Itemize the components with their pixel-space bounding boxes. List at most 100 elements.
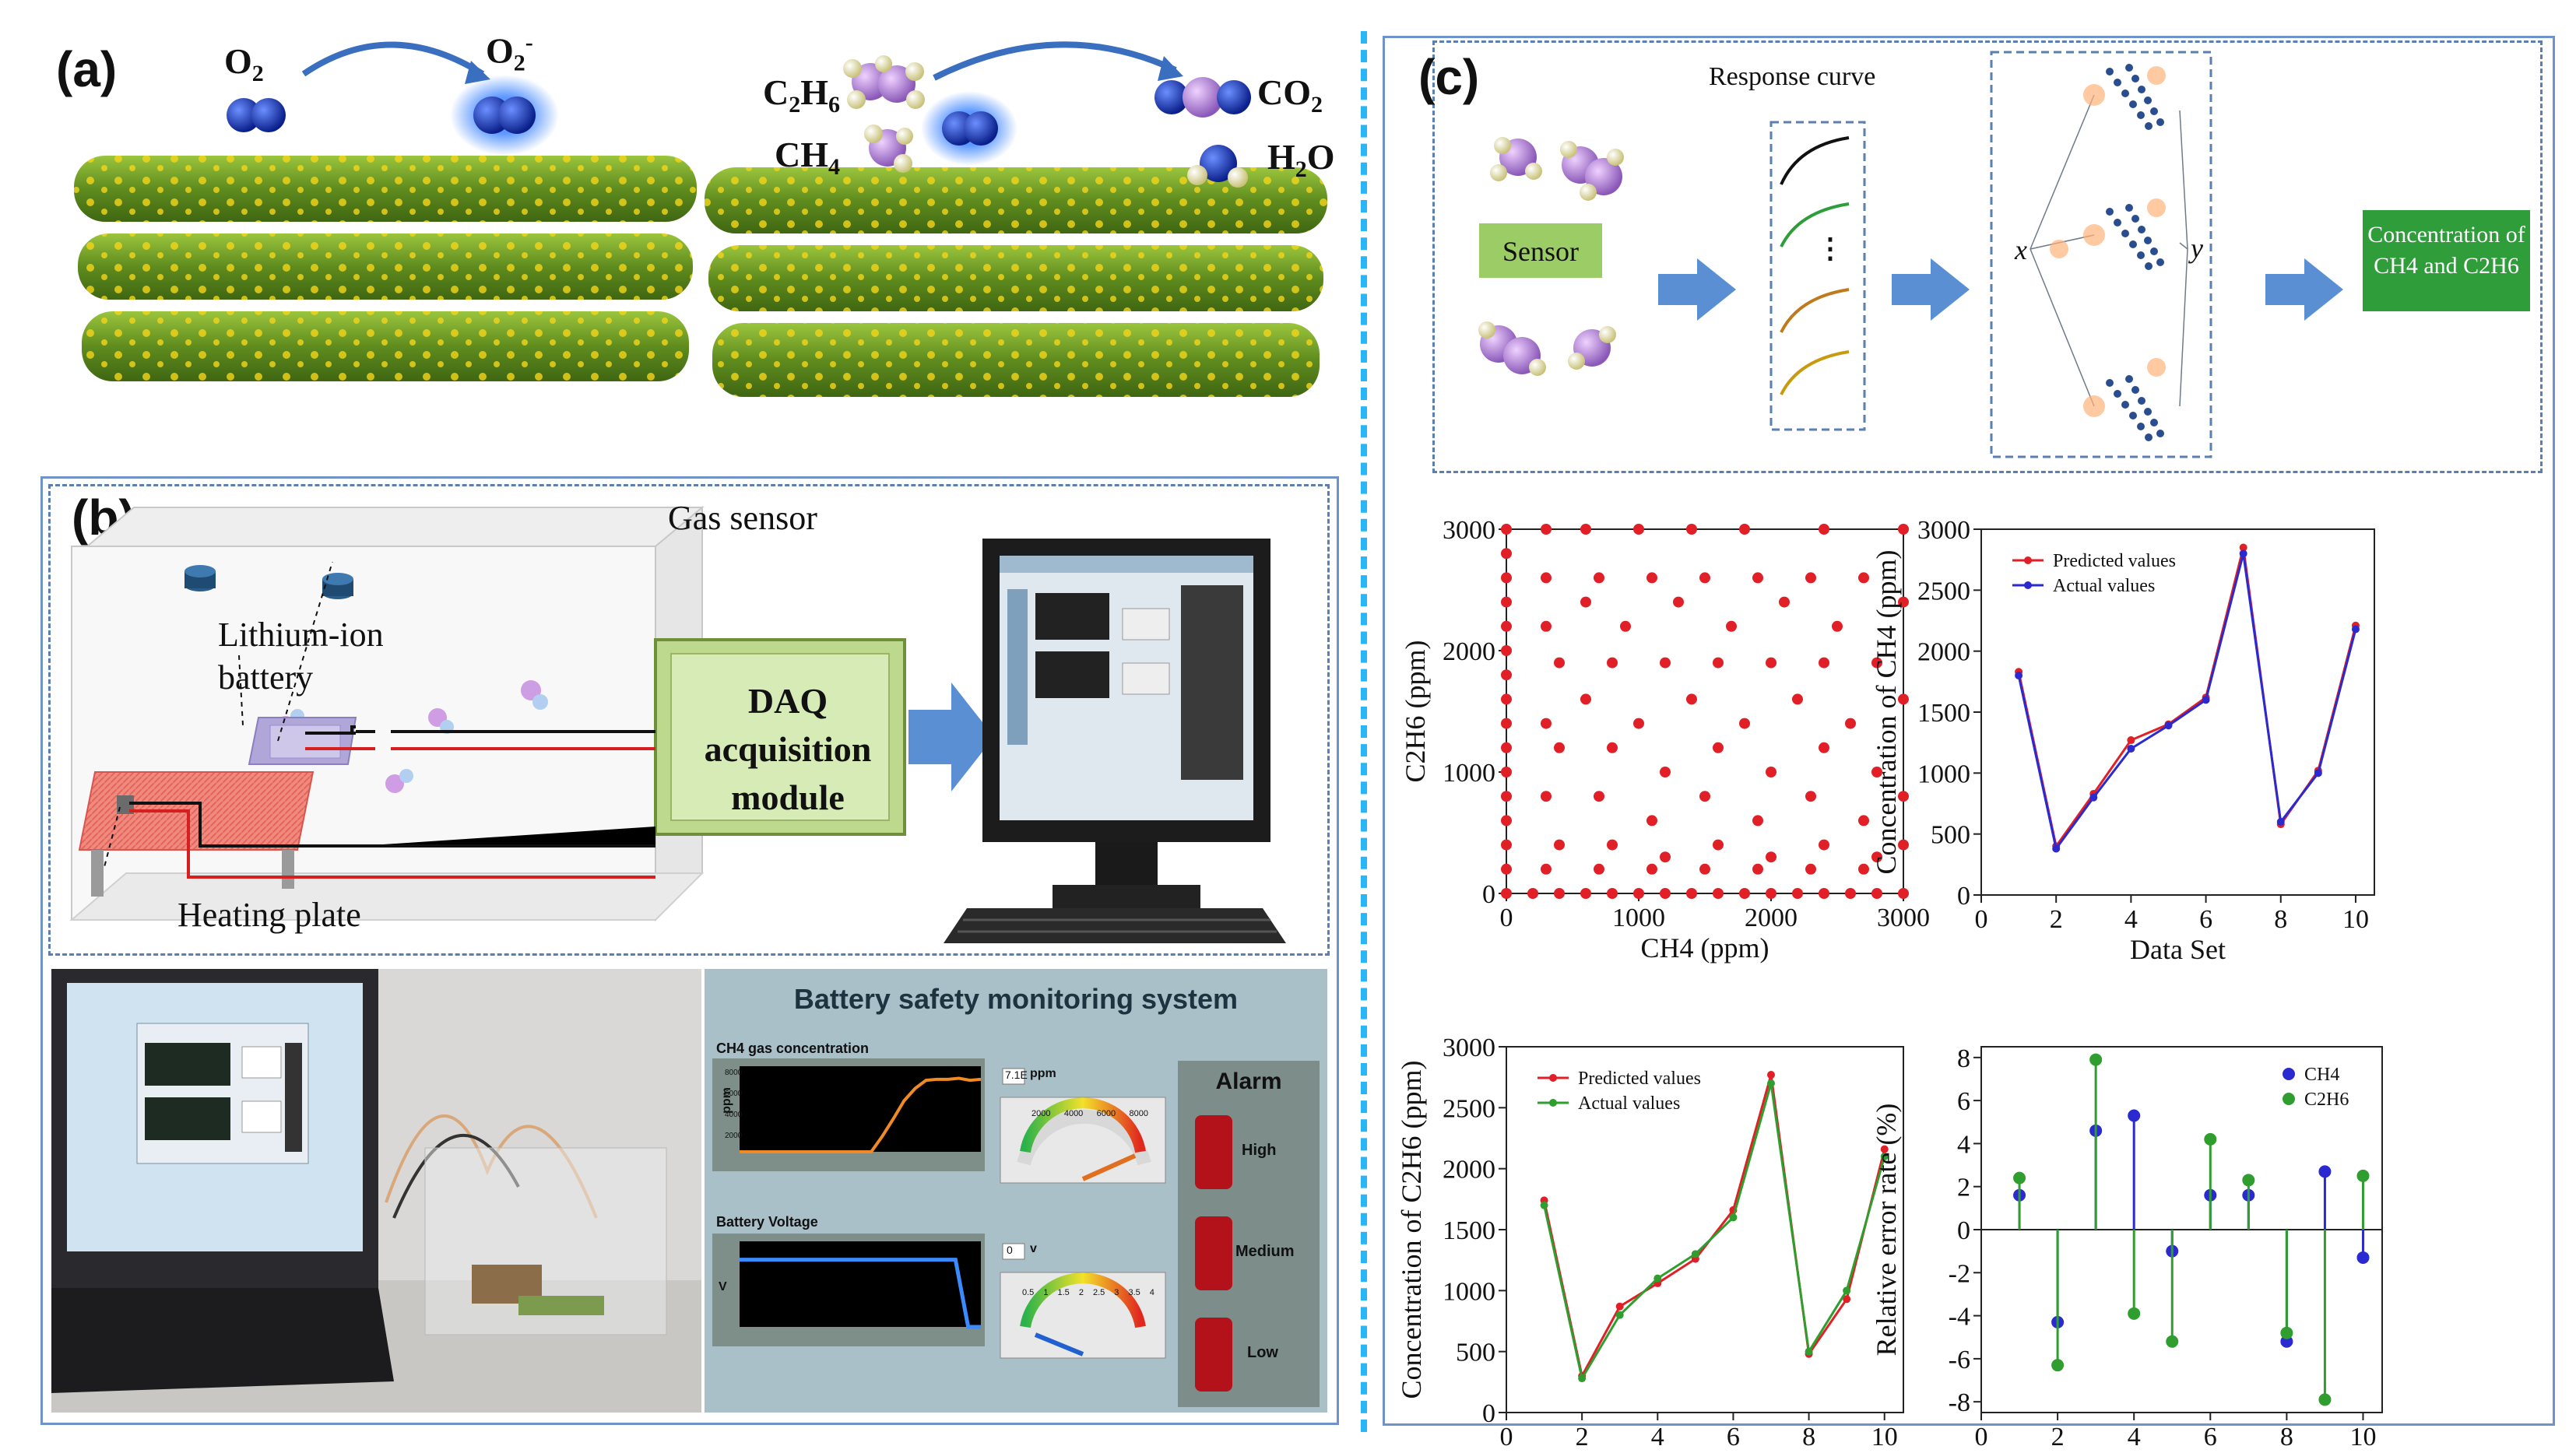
legend-marker	[1549, 1074, 1557, 1082]
x-tick-label: 8	[2274, 905, 2287, 934]
scatter-point	[1805, 863, 1816, 875]
nn-node	[2156, 430, 2164, 437]
scatter-point	[1898, 596, 1909, 608]
o2-molecule	[227, 98, 286, 132]
series-point	[2239, 549, 2247, 558]
o2-label: O2	[224, 41, 264, 87]
ch4-unit: ppm	[1030, 1067, 1056, 1080]
nn-node	[2137, 423, 2145, 430]
scatter-point	[1699, 863, 1710, 875]
gauge-tick: 8000	[1129, 1109, 1148, 1118]
scatter-point	[1501, 645, 1512, 656]
scatter-point	[1633, 524, 1644, 535]
x-tick-label: 6	[2199, 905, 2212, 934]
scatter-point	[1752, 815, 1763, 827]
c2h6-molecule	[843, 55, 925, 109]
series-point	[2164, 721, 2173, 730]
scatter-point	[1527, 888, 1538, 899]
nn-node	[2137, 251, 2145, 259]
arrow-o2	[301, 41, 485, 77]
y-tick-label: 2	[1957, 1174, 1970, 1202]
scatter-point	[1779, 596, 1790, 608]
scatter-point	[1633, 888, 1644, 899]
y-tick-label: -6	[1949, 1346, 1970, 1374]
stem-marker	[2280, 1335, 2293, 1348]
nn-node	[2131, 386, 2139, 394]
gauge-tick: 2	[1078, 1288, 1084, 1297]
scatter-point	[1686, 693, 1697, 705]
nn-nodes	[2050, 64, 2166, 441]
heating-plate-table	[78, 771, 315, 897]
gauge-tick: 1.5	[1057, 1288, 1070, 1297]
central-o2-ion	[921, 91, 1017, 166]
scatter-point	[1739, 718, 1750, 729]
series-point	[1729, 1213, 1738, 1222]
nn-node	[2129, 240, 2137, 248]
y-tick-label: 0	[1957, 882, 1970, 911]
scatter-point	[1501, 791, 1512, 802]
scatter-point	[1646, 863, 1657, 875]
x-tick-label: 0	[1975, 905, 1988, 934]
scatter-point	[1739, 524, 1750, 535]
series-point	[2276, 818, 2285, 826]
panel-divider	[1361, 31, 1367, 1432]
legend-label: CH4	[2304, 1065, 2339, 1085]
y-axis-label: Concentration of C2H6 (ppm)	[1396, 1061, 1427, 1399]
gauge-tick: 0.5	[1022, 1288, 1035, 1297]
scatter-point	[1898, 888, 1909, 899]
nn-node	[2121, 230, 2129, 237]
sensor-leader	[277, 561, 333, 742]
scatter-point	[1501, 524, 1512, 535]
scatter-point	[1607, 839, 1618, 851]
nn-node	[2156, 118, 2164, 126]
panel-c-frame	[1383, 36, 2555, 1426]
scatter-point	[1819, 888, 1829, 899]
scatter-point	[1620, 620, 1631, 632]
scatter-point	[1686, 888, 1697, 899]
scatter-point	[1554, 839, 1565, 851]
scatter-point	[1501, 620, 1512, 632]
monitor-title: Battery safety monitoring system	[793, 983, 1239, 1015]
gauge-tick: 3	[1114, 1288, 1119, 1297]
daq-label-line3: module	[731, 777, 845, 817]
nn-node	[2144, 97, 2152, 104]
y-tick-label: 3000	[1917, 516, 1970, 545]
series-point	[2015, 672, 2023, 679]
output-line2: CH4 and C2H6	[2374, 253, 2519, 279]
scatter-point	[1898, 524, 1909, 535]
alarm-low: Low	[1247, 1344, 1278, 1361]
scatter-point	[1699, 572, 1710, 584]
arrow-to-computer	[908, 683, 994, 791]
heating-plate-label: Heating plate	[177, 896, 361, 934]
monitor-graphics	[712, 1058, 1320, 1407]
y-tick-label: 0	[1957, 1216, 1970, 1245]
scatter-point	[1766, 888, 1776, 899]
scatter-point	[1541, 718, 1552, 729]
scatter-point	[1752, 863, 1763, 875]
legend-marker	[2283, 1093, 2295, 1105]
voltage-value: 0	[1007, 1244, 1013, 1256]
nn-input-x: x	[2015, 234, 2027, 265]
y-tick-label: 3000	[1443, 516, 1495, 545]
legend-label: Predicted values	[1578, 1069, 1701, 1089]
battery-label-line2: battery	[218, 658, 314, 697]
y-axis-label: Relative error rate (%)	[1871, 1104, 1902, 1356]
nn-node	[2138, 86, 2145, 93]
nn-node	[2131, 215, 2139, 223]
nn-node	[2106, 208, 2114, 216]
x-tick-label: 3000	[1877, 904, 1930, 932]
scatter-point	[1580, 693, 1591, 705]
scatter-point	[1646, 572, 1657, 584]
scatter-point	[1580, 888, 1591, 899]
alarm-high: High	[1242, 1142, 1277, 1159]
scatter-point	[1766, 767, 1776, 777]
scatter-point	[1541, 620, 1552, 632]
ch4-trace	[740, 1076, 982, 1153]
nn-node	[2121, 89, 2129, 97]
nn-node	[2137, 111, 2145, 119]
scatter-point	[1713, 888, 1724, 899]
scatter-point	[1805, 791, 1816, 802]
scatter-point	[1607, 742, 1618, 753]
nn-node	[2138, 397, 2145, 405]
